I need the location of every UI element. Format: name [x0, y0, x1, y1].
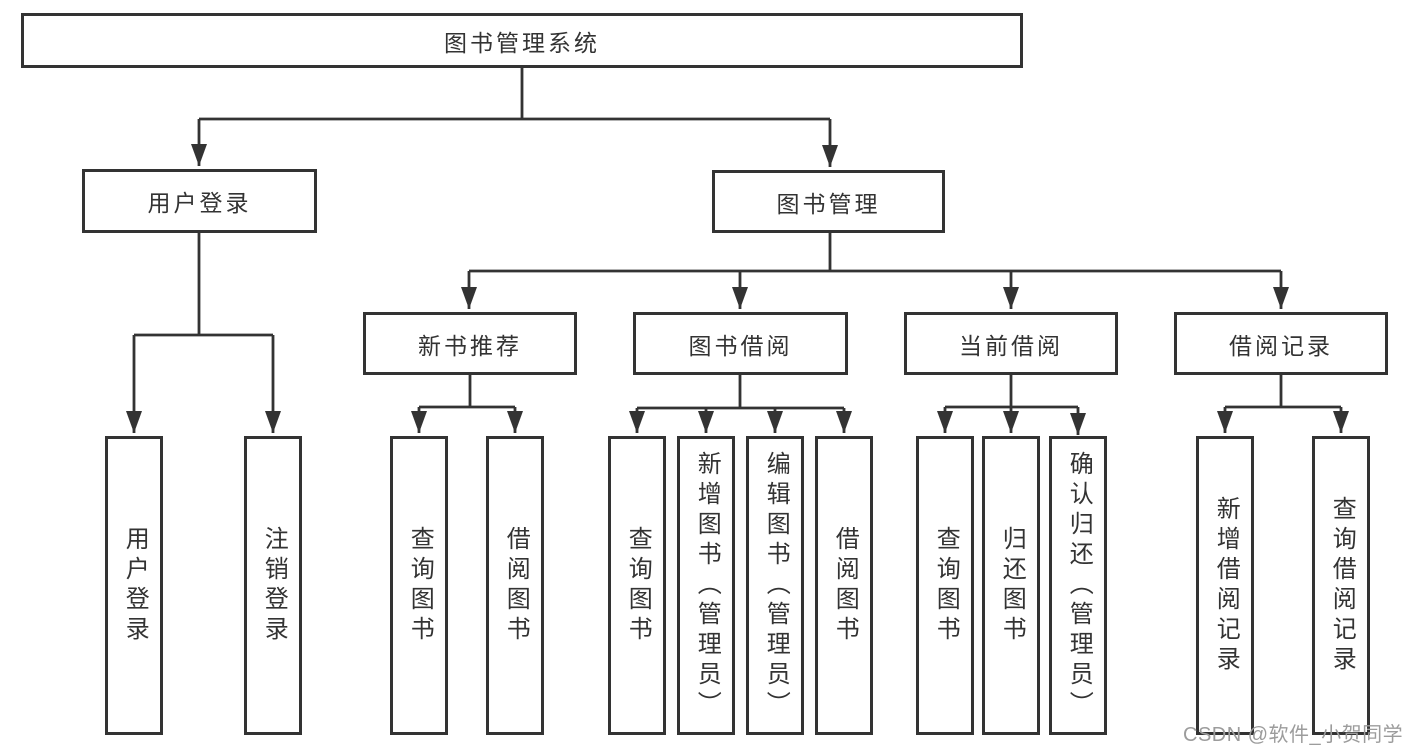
node-label: 借阅图书 [502, 525, 530, 646]
node-leaf-logout: 注销登录 [244, 436, 302, 735]
node-current-borrowing: 当前借阅 [904, 312, 1118, 375]
node-label: 查询图书 [932, 525, 960, 646]
node-leaf-add-borrow-record: 新增借阅记录 [1196, 436, 1254, 735]
node-label: 新书推荐 [418, 332, 522, 359]
node-book-management-module: 图书管理 [712, 170, 945, 233]
node-leaf-edit-book-admin: 编辑图书（管理员） [746, 436, 804, 735]
node-user-login-module: 用户登录 [82, 169, 317, 233]
node-new-book-recommend: 新书推荐 [363, 312, 577, 375]
node-label: 新增借阅记录 [1212, 495, 1240, 676]
node-label: 借阅记录 [1229, 332, 1333, 359]
node-leaf-query-books-current: 查询图书 [916, 436, 974, 735]
node-library-management-system: 图书管理系统 [21, 13, 1023, 68]
node-book-borrowing: 图书借阅 [633, 312, 848, 375]
node-label: 查询借阅记录 [1328, 495, 1356, 676]
node-label: 查询图书 [624, 525, 652, 646]
node-leaf-query-borrow-record: 查询借阅记录 [1312, 436, 1370, 735]
node-label: 用户登录 [147, 190, 252, 216]
node-label: 确认归还（管理员） [1065, 450, 1093, 721]
node-leaf-query-books-recommend: 查询图书 [390, 436, 448, 735]
node-label: 图书借阅 [688, 332, 793, 359]
csdn-watermark: CSDN @软件_小贺同学 [1183, 724, 1404, 746]
node-label: 编辑图书（管理员） [762, 450, 790, 721]
node-label: 注销登录 [260, 525, 288, 646]
node-leaf-return-book: 归还图书 [982, 436, 1040, 735]
node-label: 图书管理 [776, 190, 881, 217]
node-label: 查询图书 [406, 525, 434, 646]
node-label: 图书管理系统 [444, 29, 600, 56]
node-leaf-borrow-books-borrowing: 借阅图书 [815, 436, 873, 735]
node-leaf-user-login: 用户登录 [105, 436, 163, 735]
node-borrowing-records: 借阅记录 [1174, 312, 1388, 375]
node-label: 用户登录 [121, 525, 149, 646]
node-label: 借阅图书 [831, 525, 859, 646]
node-leaf-confirm-return-admin: 确认归还（管理员） [1049, 436, 1107, 735]
node-label: 当前借阅 [959, 332, 1063, 359]
node-label: 归还图书 [998, 525, 1026, 646]
node-label: 新增图书（管理员） [693, 450, 721, 721]
edges [126, 68, 1349, 435]
node-leaf-add-book-admin: 新增图书（管理员） [677, 436, 735, 735]
node-leaf-borrow-books-recommend: 借阅图书 [486, 436, 544, 735]
node-leaf-query-books-borrowing: 查询图书 [608, 436, 666, 735]
